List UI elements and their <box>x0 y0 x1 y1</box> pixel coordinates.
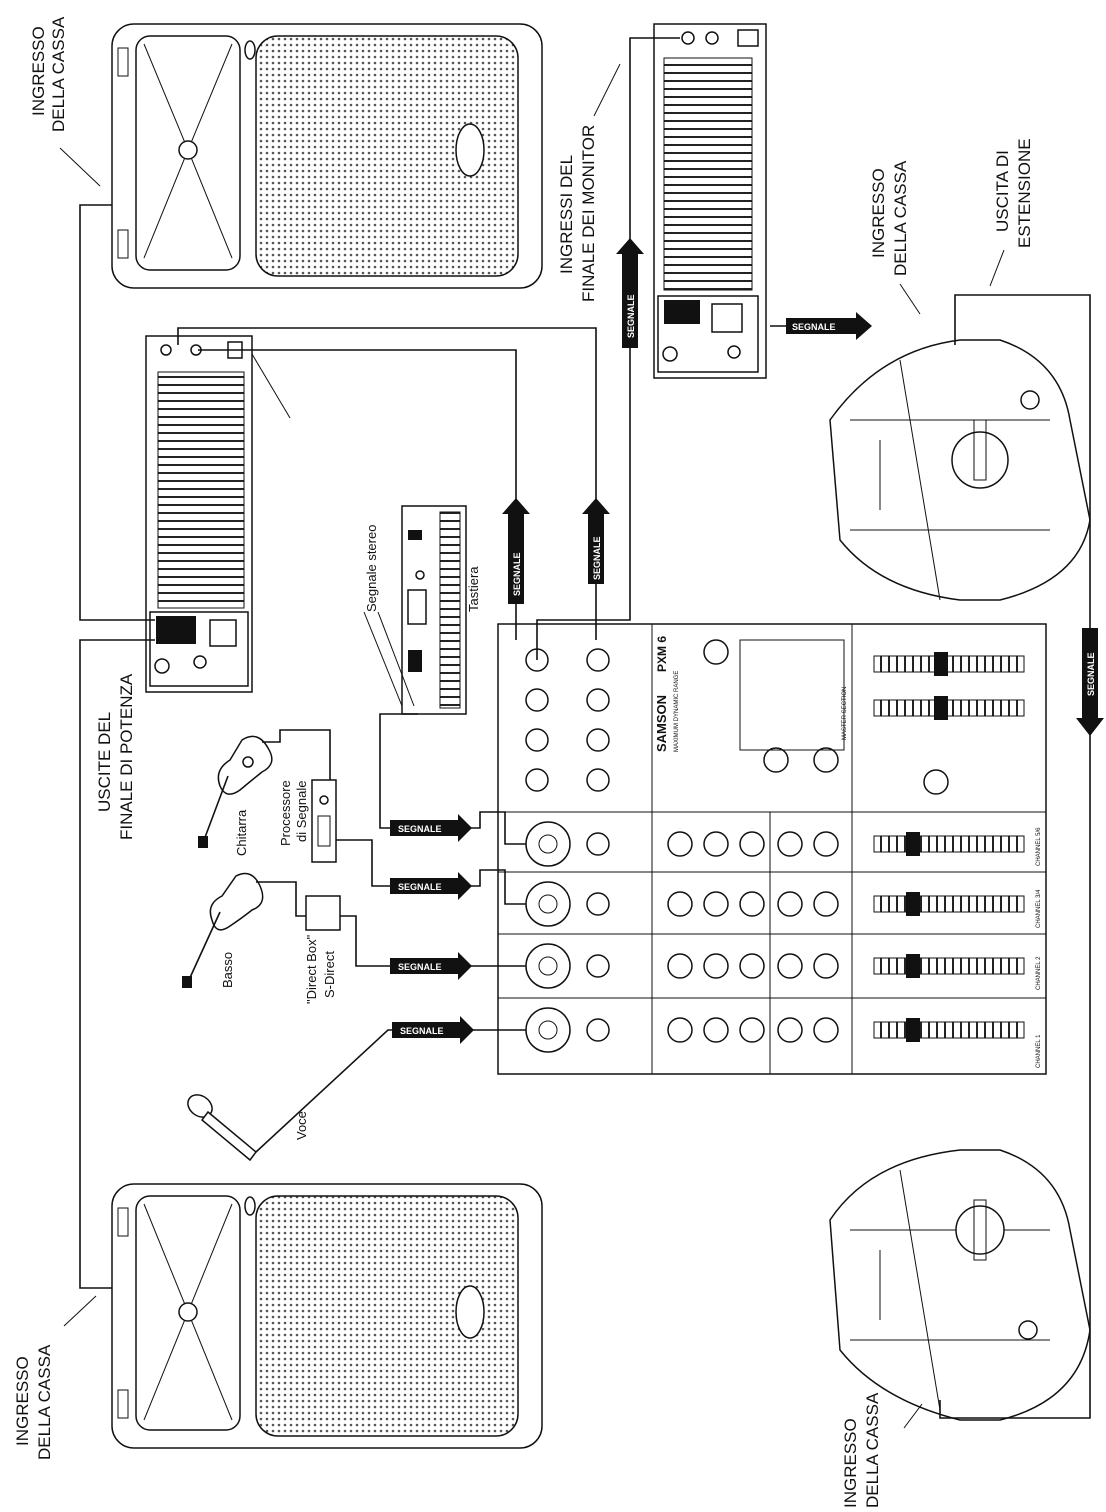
svg-text:SEGNALE: SEGNALE <box>398 962 442 972</box>
signal-arrow-main-right: SEGNALE <box>582 498 610 584</box>
cables <box>79 37 1091 1419</box>
bass-label: Basso <box>220 952 235 988</box>
signal-arrow-bass: SEGNALE <box>390 952 472 980</box>
bottom-wedge-input-line2: DELLA CASSA <box>863 1392 882 1508</box>
channel-3-4-label: CHANNEL 3/4 <box>1036 889 1042 928</box>
voice-label: Voce <box>294 1111 309 1140</box>
keyboard-label: Tastiera <box>466 566 481 612</box>
mixer-brand: SAMSON <box>654 695 669 752</box>
processor-label-line1: Processore <box>278 780 293 846</box>
bass-icon <box>182 872 264 988</box>
signal-arrow-processor: SEGNALE <box>390 872 472 900</box>
bottom-wedge-input-line1: INGRESSO <box>841 1418 860 1508</box>
signal-arrow-monitor: SEGNALE <box>616 238 644 348</box>
extension-output-line1: USCITA DI <box>993 150 1012 232</box>
main-outputs-line2: FINALE DI POTENZA <box>117 673 136 840</box>
processor-label-line2: di Segnale <box>294 781 309 842</box>
monitor-wedge-bottom <box>829 1149 1091 1421</box>
direct-box-label-line1: "Direct Box" <box>304 934 319 1004</box>
svg-text:SEGNALE: SEGNALE <box>512 552 522 596</box>
channel-2-label: CHANNEL 2 <box>1036 956 1042 990</box>
extension-output-line2: ESTENSIONE <box>1015 138 1034 248</box>
top-speaker-input-line2: DELLA CASSA <box>49 16 68 132</box>
monitor-wedge-right <box>829 339 1091 601</box>
top-speaker-input-line1: INGRESSO <box>29 26 48 116</box>
monitor-amp-inputs-line1: INGRESSI DEL <box>557 155 576 274</box>
right-wedge-input-line2: DELLA CASSA <box>891 160 910 276</box>
mixer-model: PXM 6 <box>655 636 669 672</box>
signal-arrow-extension: SEGNALE <box>1076 628 1104 736</box>
master-section-label: MASTER SECTION <box>842 687 848 740</box>
guitar-label: Chitarra <box>234 809 249 856</box>
channel-knobs <box>667 639 949 1043</box>
callout-lines <box>59 63 1005 1429</box>
channel-faders <box>873 652 1025 1042</box>
signal-processor <box>311 779 337 863</box>
channel-1-label: CHANNEL 1 <box>1036 1034 1042 1068</box>
main-power-amplifier <box>145 335 253 693</box>
keyboard <box>401 505 467 715</box>
bottom-speaker-input-line2: DELLA CASSA <box>35 1344 54 1460</box>
text-labels: INGRESSO DELLA CASSA INGRESSO DELLA CASS… <box>13 16 1034 1508</box>
signal-arrow-wedge: SEGNALE <box>786 312 872 340</box>
svg-text:SEGNALE: SEGNALE <box>398 824 442 834</box>
signal-arrow-main-left: SEGNALE <box>502 498 530 604</box>
keyboard-signal-label: Segnale stereo <box>364 525 379 612</box>
microphone-icon <box>187 1094 258 1162</box>
signal-arrows: SEGNALE SEGNALE SEGNALE SEGNALE SEGNALE … <box>390 238 1104 1044</box>
signal-arrow-voice: SEGNALE <box>392 1016 474 1044</box>
channel-5-6-label: CHANNEL 5/6 <box>1036 827 1042 866</box>
monitor-amp-inputs-line2: FINALE DEI MONITOR <box>579 125 598 302</box>
svg-text:SEGNALE: SEGNALE <box>398 882 442 892</box>
main-speaker-bottom <box>111 1183 543 1449</box>
monitor-power-amplifier <box>653 23 767 379</box>
svg-text:SEGNALE: SEGNALE <box>592 536 602 580</box>
signal-arrow-keyboard: SEGNALE <box>390 814 472 842</box>
svg-text:SEGNALE: SEGNALE <box>1086 652 1096 696</box>
guitar-icon <box>198 735 273 848</box>
main-speaker-top <box>111 23 543 289</box>
svg-text:SEGNALE: SEGNALE <box>400 1026 444 1036</box>
svg-text:SEGNALE: SEGNALE <box>626 294 636 338</box>
svg-text:SEGNALE: SEGNALE <box>792 322 836 332</box>
mixer: SAMSON PXM 6 MAXIMUM DYNAMIC RANGE MASTE… <box>497 623 1047 1075</box>
direct-box <box>305 895 341 931</box>
main-outputs-line1: USCITE DEL <box>95 712 114 812</box>
mixer-subtitle: MAXIMUM DYNAMIC RANGE <box>674 671 680 752</box>
right-wedge-input-line1: INGRESSO <box>869 168 888 258</box>
bottom-speaker-input-line1: INGRESSO <box>13 1356 32 1446</box>
direct-box-label-line2: S-Direct <box>322 951 337 998</box>
